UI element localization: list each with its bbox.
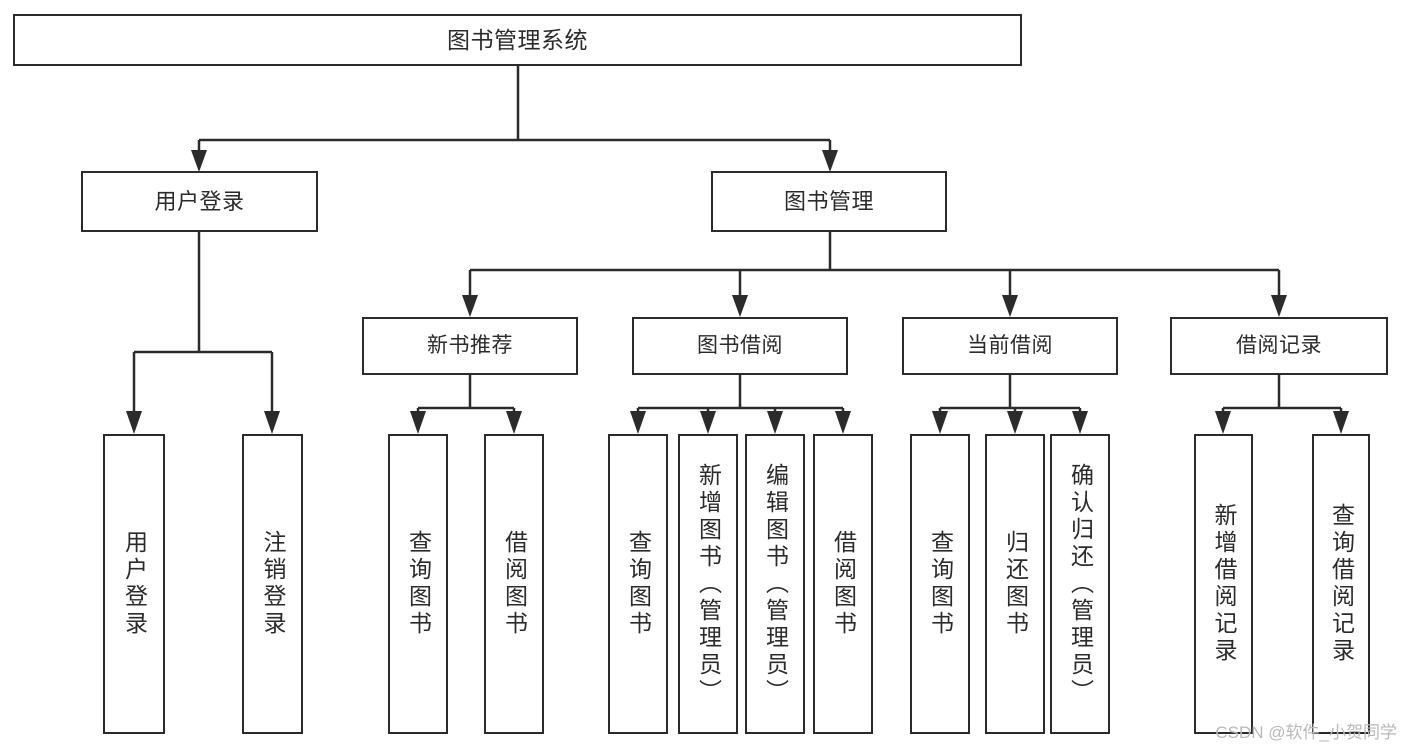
node-label: 注销登录 xyxy=(260,530,286,638)
arrowhead-leaf-query-book-c xyxy=(932,411,948,434)
arrowhead-current-borrow xyxy=(1002,295,1018,317)
arrowhead-leaf-user-logout xyxy=(264,411,280,434)
node-label: 图书借阅 xyxy=(697,333,783,357)
node-root-system[interactable]: 图书管理系统 xyxy=(13,14,1022,66)
leaf-query-book-recommend[interactable]: 查询图书 xyxy=(388,434,448,734)
node-label: 查询借阅记录 xyxy=(1328,503,1355,665)
leaf-add-borrow-record[interactable]: 新增借阅记录 xyxy=(1194,434,1253,734)
leaf-query-book-current[interactable]: 查询图书 xyxy=(910,434,970,734)
leaf-edit-book-admin[interactable]: 编辑图书（管理员） xyxy=(745,434,805,734)
arrowhead-new-book-rec xyxy=(462,295,478,317)
node-current-borrow[interactable]: 当前借阅 xyxy=(902,317,1118,375)
arrowhead-leaf-user-login xyxy=(126,411,142,434)
arrowhead-leaf-borrow-book-b xyxy=(835,411,851,434)
arrowhead-leaf-confirm-return xyxy=(1072,411,1088,434)
node-label: 借阅图书 xyxy=(830,530,857,638)
leaf-borrow-book-recommend[interactable]: 借阅图书 xyxy=(484,434,544,734)
node-borrow-record[interactable]: 借阅记录 xyxy=(1170,317,1388,375)
arrowhead-leaf-query-book-rec xyxy=(410,411,426,434)
arrowhead-leaf-query-book-b xyxy=(630,411,646,434)
node-label: 新增图书（管理员） xyxy=(695,462,722,706)
node-label: 用户登录 xyxy=(121,530,148,638)
leaf-return-book[interactable]: 归还图书 xyxy=(985,434,1045,734)
arrowhead-leaf-add-book xyxy=(700,411,716,434)
arrowhead-borrow-record xyxy=(1271,295,1287,317)
node-label: 借阅记录 xyxy=(1236,333,1322,357)
leaf-borrow-book[interactable]: 借阅图书 xyxy=(813,434,873,734)
arrowhead-book-admin xyxy=(822,150,838,172)
node-label: 借阅图书 xyxy=(501,530,528,638)
arrowhead-leaf-borrow-book-rec xyxy=(506,411,522,434)
leaf-confirm-return-admin[interactable]: 确认归还（管理员） xyxy=(1050,434,1110,734)
node-user-login[interactable]: 用户登录 xyxy=(81,171,318,232)
arrowhead-user-login xyxy=(191,150,207,172)
node-label: 查询图书 xyxy=(625,530,652,638)
leaf-user-login[interactable]: 用户登录 xyxy=(103,434,165,734)
node-label: 当前借阅 xyxy=(967,333,1053,357)
node-label: 编辑图书（管理员） xyxy=(762,462,789,706)
leaf-add-book-admin[interactable]: 新增图书（管理员） xyxy=(678,434,738,734)
node-label: 查询图书 xyxy=(405,530,432,638)
node-label: 用户登录 xyxy=(154,188,245,214)
node-label: 确认归还（管理员） xyxy=(1067,462,1094,706)
arrowhead-book-borrow xyxy=(732,295,748,317)
node-book-management[interactable]: 图书管理 xyxy=(711,171,947,232)
arrowhead-leaf-add-record xyxy=(1215,411,1231,434)
node-label: 查询图书 xyxy=(927,530,954,638)
node-book-borrow[interactable]: 图书借阅 xyxy=(632,317,848,375)
node-label: 归还图书 xyxy=(1002,530,1029,638)
arrowhead-leaf-query-record xyxy=(1333,411,1349,434)
node-label: 新书推荐 xyxy=(427,333,513,357)
leaf-query-book-borrow[interactable]: 查询图书 xyxy=(608,434,668,734)
node-label: 图书管理 xyxy=(783,188,874,214)
node-new-book-recommend[interactable]: 新书推荐 xyxy=(362,317,578,375)
node-label: 图书管理系统 xyxy=(447,26,588,53)
leaf-user-logout[interactable]: 注销登录 xyxy=(242,434,303,734)
arrowhead-leaf-return-book xyxy=(1007,411,1023,434)
node-label: 新增借阅记录 xyxy=(1211,503,1237,665)
csdn-watermark: CSDN @软件_小贺同学 xyxy=(1215,723,1397,742)
leaf-query-borrow-record[interactable]: 查询借阅记录 xyxy=(1312,434,1370,734)
arrowhead-leaf-edit-book xyxy=(767,411,783,434)
